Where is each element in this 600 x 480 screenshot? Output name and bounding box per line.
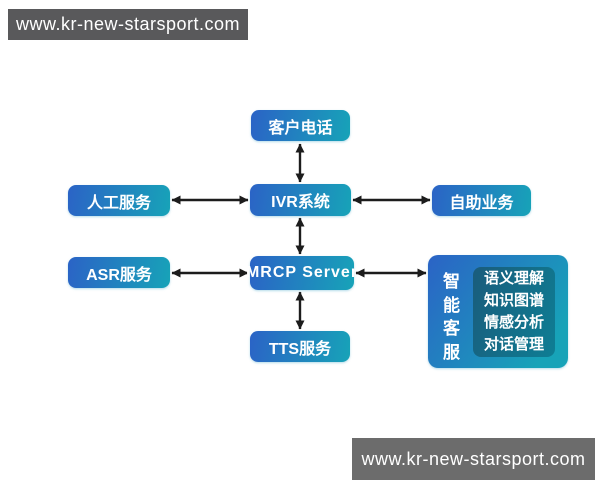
- capability-knowledge-graph: 知识图谱: [483, 292, 544, 309]
- smart-service-vertical-label: 智能客服: [443, 272, 460, 362]
- smart-service-capability-panel: 语义理解 知识图谱 情感分析 对话管理: [473, 267, 555, 357]
- node-ivr-system: IVR系统: [250, 184, 351, 216]
- node-self-service: 自助业务: [432, 185, 531, 216]
- node-tts-service: TTS服务: [250, 331, 350, 362]
- node-mrcp-server: MRCP Server: [246, 256, 357, 290]
- watermark-banner-top: www.kr-new-starsport.com: [8, 9, 248, 40]
- node-smart-customer-service: 智能客服 语义理解 知识图谱 情感分析 对话管理: [428, 255, 568, 368]
- capability-dialogue-management: 对话管理: [483, 336, 544, 353]
- node-asr-service: ASR服务: [68, 257, 170, 288]
- capability-sentiment-analysis: 情感分析: [483, 314, 544, 331]
- watermark-top-text: www.kr-new-starsport.com: [15, 14, 241, 34]
- capability-semantic-understanding: 语义理解: [483, 270, 544, 287]
- node-manual-service: 人工服务: [68, 185, 170, 216]
- watermark-bottom-text: www.kr-new-starsport.com: [361, 448, 586, 469]
- watermark-banner-bottom: www.kr-new-starsport.com: [352, 438, 595, 480]
- node-customer-phone: 客户电话: [251, 110, 350, 141]
